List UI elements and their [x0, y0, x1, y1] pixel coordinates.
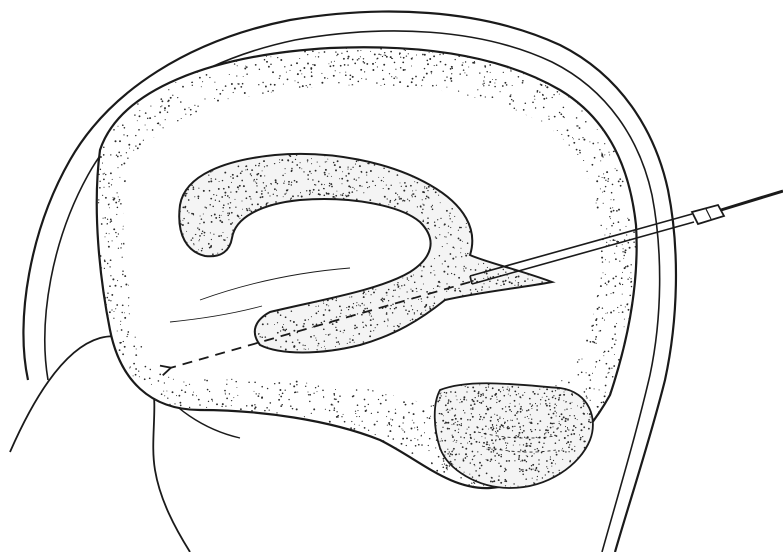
ventricular-catheter-illustration: [0, 0, 783, 552]
illustration-canvas: [0, 0, 783, 552]
